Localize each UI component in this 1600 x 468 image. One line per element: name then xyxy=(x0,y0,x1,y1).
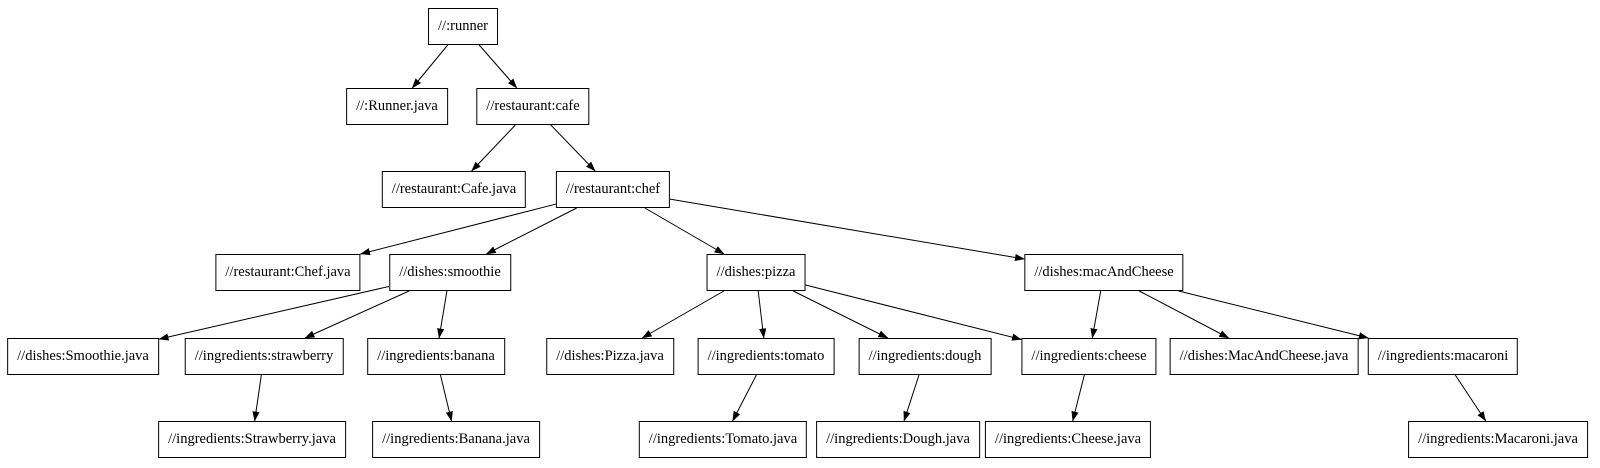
edge-runner-to-runner-java xyxy=(411,44,449,89)
node-macaroni: //ingredients:macaroni xyxy=(1367,338,1519,375)
edge-chef-to-mac-and-cheese xyxy=(669,198,1025,262)
node-cheese: //ingredients:cheese xyxy=(1021,338,1157,375)
edge-pizza-to-tomato xyxy=(757,290,767,339)
node-tomato-java: //ingredients:Tomato.java xyxy=(638,421,808,458)
edge-strawberry-to-strawberry-java xyxy=(252,374,262,422)
node-chef-java: //restaurant:Chef.java xyxy=(215,254,361,291)
node-cafe-java: //restaurant:Cafe.java xyxy=(381,171,527,208)
node-macaroni-java: //ingredients:Macaroni.java xyxy=(1408,421,1588,458)
edge-smoothie-to-banana xyxy=(437,290,448,339)
edge-chef-to-chef-java xyxy=(359,203,557,256)
edge-cafe-to-cafe-java xyxy=(471,124,516,172)
edge-chef-to-pizza xyxy=(644,207,725,255)
node-pizza: //dishes:pizza xyxy=(706,254,806,291)
node-pizza-java: //dishes:Pizza.java xyxy=(546,338,674,375)
edge-banana-to-banana-java xyxy=(439,374,453,422)
edge-pizza-to-dough xyxy=(792,290,889,339)
edge-mac-and-cheese-to-cheese xyxy=(1090,290,1102,339)
node-banana: //ingredients:banana xyxy=(367,338,505,375)
node-runner-java: //:Runner.java xyxy=(346,88,448,125)
node-strawberry-java: //ingredients:Strawberry.java xyxy=(158,421,346,458)
node-runner: //:runner xyxy=(428,8,498,45)
edge-macaroni-to-macaroni-java xyxy=(1454,374,1487,422)
edge-cheese-to-cheese-java xyxy=(1071,374,1085,422)
edge-smoothie-to-smoothie-java xyxy=(158,285,390,341)
node-banana-java: //ingredients:Banana.java xyxy=(372,421,540,458)
edge-runner-to-cafe xyxy=(478,44,518,89)
edge-mac-and-cheese-to-macaroni xyxy=(1178,290,1369,340)
edge-smoothie-to-strawberry xyxy=(304,290,410,339)
node-tomato: //ingredients:tomato xyxy=(697,338,835,375)
node-strawberry: //ingredients:strawberry xyxy=(184,338,344,375)
node-mac-and-cheese-java: //dishes:MacAndCheese.java xyxy=(1169,338,1359,375)
edge-mac-and-cheese-to-mac-and-cheese-java xyxy=(1139,290,1230,339)
node-smoothie-java: //dishes:Smoothie.java xyxy=(7,338,159,375)
edge-dough-to-dough-java xyxy=(903,374,920,422)
node-cheese-java: //ingredients:Cheese.java xyxy=(984,421,1152,458)
node-smoothie: //dishes:smoothie xyxy=(389,254,511,291)
edge-pizza-to-cheese xyxy=(805,284,1022,341)
node-dough: //ingredients:dough xyxy=(858,338,992,375)
edge-cafe-to-chef xyxy=(550,124,596,172)
node-mac-and-cheese: //dishes:macAndCheese xyxy=(1024,254,1184,291)
edge-tomato-to-tomato-java xyxy=(732,374,757,422)
node-dough-java: //ingredients:Dough.java xyxy=(816,421,980,458)
node-chef: //restaurant:chef xyxy=(555,171,671,208)
edge-chef-to-smoothie xyxy=(485,207,577,255)
edge-pizza-to-pizza-java xyxy=(641,290,725,339)
node-cafe: //restaurant:cafe xyxy=(476,88,590,125)
